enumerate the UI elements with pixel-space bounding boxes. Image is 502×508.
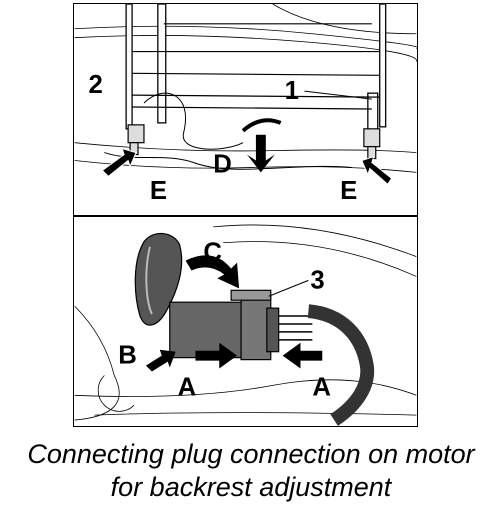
arrow-a-right bbox=[282, 342, 323, 369]
callout-e-left: E bbox=[150, 177, 167, 205]
callout-3: 3 bbox=[310, 266, 324, 294]
arrow-b bbox=[145, 349, 176, 372]
background-contours bbox=[74, 224, 417, 421]
caption-line-1: Connecting plug connection on motor bbox=[27, 439, 475, 469]
harness-cable bbox=[307, 304, 375, 426]
callout-d: D bbox=[213, 150, 232, 178]
callout-c: C bbox=[203, 239, 222, 267]
arrow-c bbox=[185, 255, 240, 289]
leader-3 bbox=[268, 279, 309, 297]
callout-a-left: A bbox=[178, 373, 197, 401]
callout-b: B bbox=[118, 342, 137, 370]
plug-wires bbox=[278, 315, 313, 341]
callout-a-right: A bbox=[312, 373, 331, 401]
callout-2: 2 bbox=[88, 71, 102, 99]
rotation-arc bbox=[241, 118, 282, 133]
plug-housing bbox=[169, 289, 280, 361]
connector-plug-drawing: C 3 B A A bbox=[74, 224, 417, 426]
caption-line-2: for backrest adjustment bbox=[110, 472, 392, 502]
lower-cable bbox=[104, 152, 353, 170]
callout-e-right: E bbox=[340, 177, 357, 205]
arrow-e-right bbox=[361, 155, 393, 186]
arrow-d bbox=[246, 134, 275, 173]
leader-1 bbox=[304, 90, 372, 100]
wire-harness bbox=[143, 92, 244, 150]
bottom-illustration-panel: C 3 B A A bbox=[73, 216, 418, 427]
top-illustration-panel: 1 2 D E E bbox=[73, 3, 418, 216]
cable-highlight bbox=[145, 246, 153, 315]
seat-backrest-frame-drawing: 1 2 D E E bbox=[74, 4, 417, 205]
frame-rods bbox=[132, 23, 380, 110]
callout-1: 1 bbox=[285, 77, 299, 105]
arrow-a-left bbox=[195, 342, 238, 369]
mount-brackets bbox=[127, 124, 381, 160]
arrow-e-left bbox=[101, 147, 137, 178]
